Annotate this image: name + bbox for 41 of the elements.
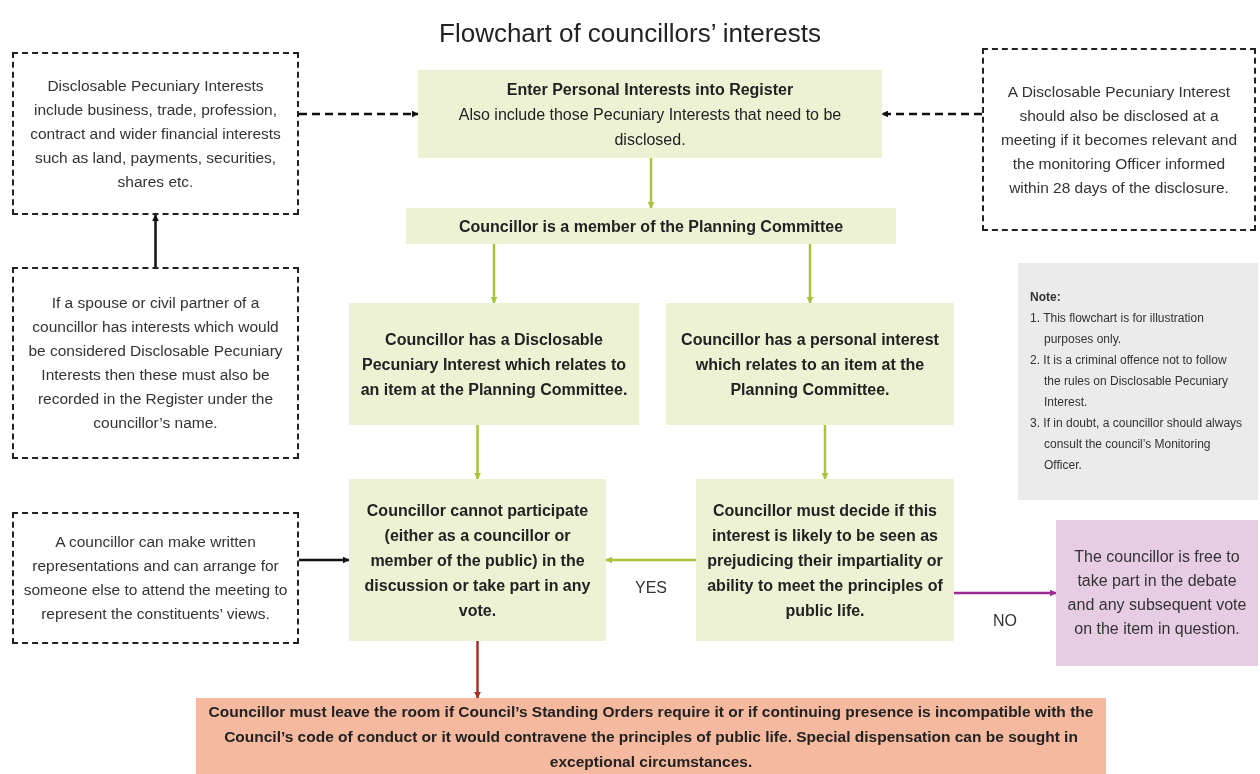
arrow: [299, 556, 350, 564]
box-text: The councillor is free to take part in the debate and any subsequent vote on the item in question.: [1066, 547, 1248, 639]
box-text: Disclosable Pecuniary Interests include business, trade, profession, contract and wider financial interests such as land, payments, securities, shares etc.: [29, 75, 282, 192]
box-text: Councillor must leave the room if Council’s Standing Orders require it or if continuing presence is incompatible with the Council’s code of conduct or it would contravene the principles of public life. Special dispensation can be sought in exceptional circumstances.: [207, 701, 1095, 772]
note-heading: Note:: [1030, 289, 1061, 306]
note-item: 3. If in doubt, a councillor should always consult the council’s Monitoring Officer.: [1030, 415, 1244, 474]
note-item: 2. It is a criminal offence not to follow the rules on Disclosable Pecuniary Interest.: [1030, 352, 1230, 411]
arrow: [821, 425, 829, 480]
note-box: [12, 52, 299, 215]
arrow: [647, 158, 655, 209]
note-box: [12, 267, 299, 459]
arrow: [299, 110, 419, 118]
process-box: [349, 303, 639, 425]
box-subtext: Also include those Pecuniary Interests that need to be disclosed.: [457, 104, 843, 150]
arrow: [806, 244, 814, 304]
box-text: If a spouse or civil partner of a councillor has interests which would be considered Disclosable Pecuniary Interests then these must also be recorded in the Register under the councillor’s name.: [27, 293, 284, 433]
box-text: Councillor is a member of the Planning Committee: [457, 216, 845, 237]
arrow: [474, 641, 481, 699]
box-text: Councillor cannot participate (either as a councillor or member of the public) in the discussion or take part in any vote.: [363, 500, 592, 621]
arrow: [881, 110, 982, 118]
box-text: Councillor has a personal interest which relates to an item at the Planning Committee.: [680, 329, 940, 400]
process-box: [666, 303, 954, 425]
box-text: Councillor must decide if this interest is likely to be seen as prejudicing their impartiality or ability to meet the principles of public life.: [706, 500, 944, 621]
box-text: A Disclosable Pecuniary Interest should also be disclosed at a meeting if it becomes relevant and the monitoring Officer informed within 28 days of the disclosure.: [999, 81, 1239, 198]
arrow: [605, 556, 696, 564]
arrow: [490, 244, 498, 304]
process-box: [696, 479, 954, 641]
process-box: [418, 70, 882, 158]
process-box: [406, 208, 896, 244]
process-box: [349, 479, 606, 641]
title: Flowchart of councillors’ interests: [438, 17, 822, 50]
arrow: [474, 425, 481, 480]
note-item: 1. This flowchart is for illustration purposes only.: [1030, 310, 1205, 348]
box-text: Councillor has a Disclosable Pecuniary Interest which relates to an item at the Planning Committee.: [359, 329, 629, 400]
arrow: [954, 589, 1057, 597]
box-text: A councillor can make written representations and can arrange for someone else to attend the meeting to represent the constituents’ views.: [22, 532, 289, 624]
box-text: Enter Personal Interests into Register: [505, 79, 795, 100]
note-box: [982, 48, 1256, 231]
outcome-box: [1056, 520, 1258, 666]
note-box: [12, 512, 299, 644]
arrow: [152, 214, 159, 267]
